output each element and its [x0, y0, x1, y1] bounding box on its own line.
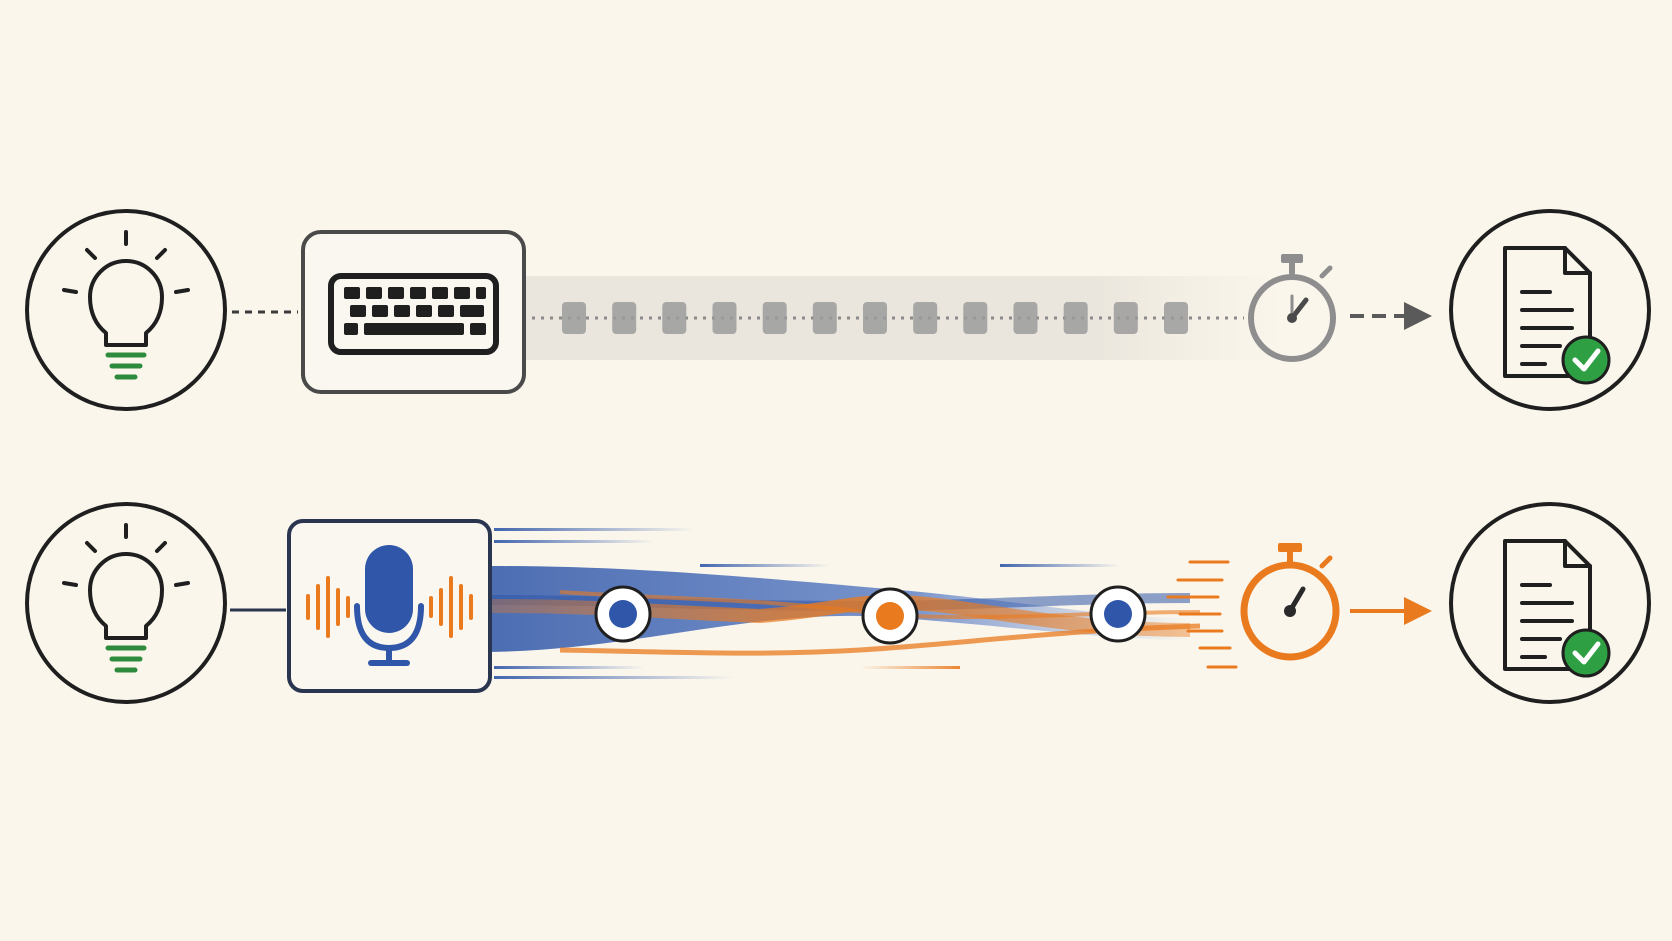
output-document-node-voice — [1449, 502, 1651, 704]
keystroke-block — [712, 302, 737, 334]
lightbulb-icon — [62, 230, 190, 347]
keystroke-block — [1013, 302, 1038, 334]
lightbulb-base — [105, 645, 147, 673]
sound-wave-left — [306, 576, 350, 638]
microphone-icon — [354, 545, 424, 666]
keyboard-node — [301, 230, 526, 394]
stream-node-2 — [861, 587, 919, 645]
keystroke-blocks — [562, 302, 1188, 334]
stopwatch-icon-fast — [1240, 543, 1340, 661]
stopwatch-icon-slow — [1248, 254, 1336, 362]
keystroke-block — [1164, 302, 1188, 334]
idea-node-typing — [25, 209, 227, 411]
typing-row — [25, 209, 1651, 411]
keystroke-block — [562, 302, 586, 334]
keystroke-block — [1063, 302, 1088, 334]
typing-track — [526, 276, 1286, 360]
output-document-node-typing — [1449, 209, 1651, 411]
stream-node-3 — [1089, 585, 1147, 643]
document-icon — [1503, 246, 1592, 378]
keystroke-block — [863, 302, 887, 334]
audio-stream — [489, 528, 1238, 679]
keyboard-icon — [328, 273, 499, 355]
voice-row — [25, 502, 1651, 704]
keystroke-block — [612, 302, 637, 334]
idea-node-voice — [25, 502, 227, 704]
lightbulb-icon — [62, 523, 190, 640]
stream-node-1 — [594, 585, 652, 643]
check-badge-icon — [1561, 335, 1611, 385]
keystroke-block — [963, 302, 988, 334]
keystroke-block — [1113, 302, 1138, 334]
check-badge-icon — [1561, 628, 1611, 678]
keystroke-block — [662, 302, 687, 334]
document-icon — [1503, 539, 1592, 671]
sound-wave-right — [429, 576, 473, 638]
microphone-node — [287, 519, 492, 693]
keystroke-block — [762, 302, 787, 334]
keystroke-block — [913, 302, 938, 334]
lightbulb-base — [105, 352, 147, 380]
keystroke-block — [812, 302, 837, 334]
